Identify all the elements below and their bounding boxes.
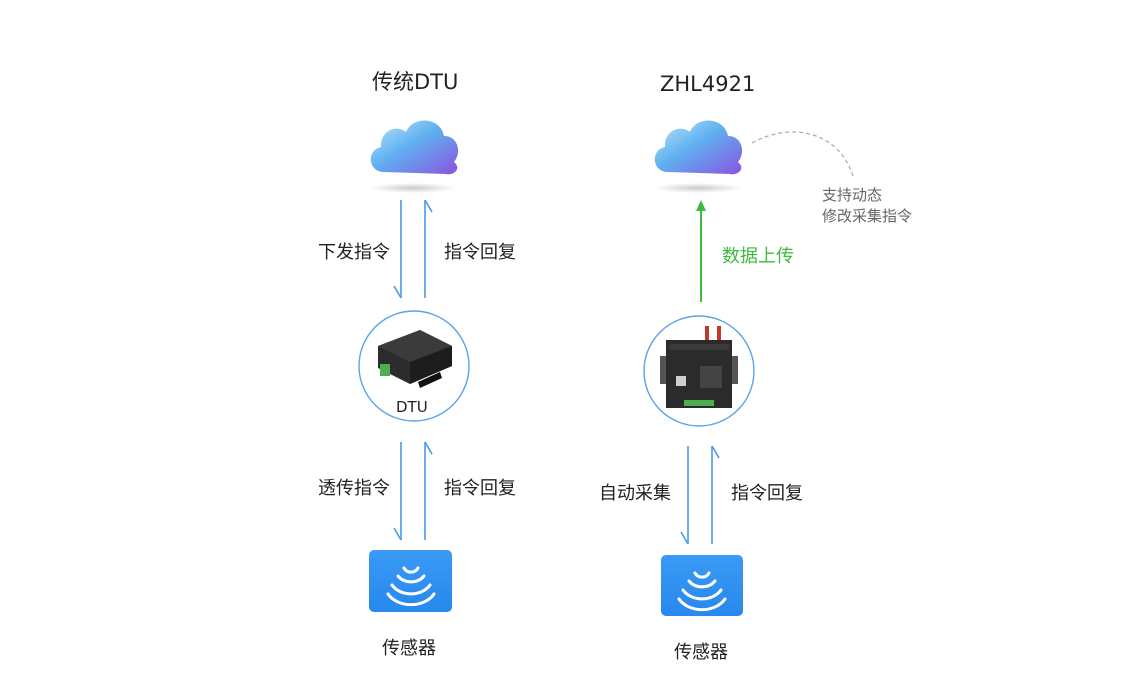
right-auto-collect-label: 自动采集 xyxy=(599,483,671,504)
left-down-cmd-label: 下发指令 xyxy=(318,242,390,263)
left-down-arrow xyxy=(393,200,402,299)
dtu-device-image xyxy=(358,310,470,422)
left-up-arrow xyxy=(424,199,433,298)
right-sensor-wave-icon xyxy=(661,555,743,616)
left-reply-bottom-label: 指令回复 xyxy=(444,478,516,499)
left-sensor-wave-icon xyxy=(369,550,452,612)
left-down-arrow-bottom xyxy=(393,442,402,541)
right-note-line2: 修改采集指令 xyxy=(822,207,913,225)
left-reply-top-label: 指令回复 xyxy=(444,242,516,263)
note-dashed-curve xyxy=(751,131,854,177)
dtu-device-label: DTU xyxy=(396,398,428,416)
right-note-line1: 支持动态 xyxy=(822,186,883,204)
left-up-arrow-bottom xyxy=(424,441,433,540)
right-sensor-label: 传感器 xyxy=(674,642,728,663)
right-title: ZHL4921 xyxy=(660,72,756,96)
right-up-arrow-bottom xyxy=(711,445,720,544)
right-reply-bottom-label: 指令回复 xyxy=(731,483,803,504)
left-cloud-icon xyxy=(369,120,459,193)
left-sensor-label: 传感器 xyxy=(382,638,436,659)
left-pass-cmd-label: 透传指令 xyxy=(318,478,390,499)
right-upload-arrow xyxy=(696,200,706,302)
right-upload-label: 数据上传 xyxy=(722,246,794,267)
right-cloud-icon xyxy=(654,120,743,193)
right-down-arrow-bottom xyxy=(680,446,689,545)
left-title: 传统DTU xyxy=(372,70,459,94)
zhl4921-device-image xyxy=(643,315,755,427)
